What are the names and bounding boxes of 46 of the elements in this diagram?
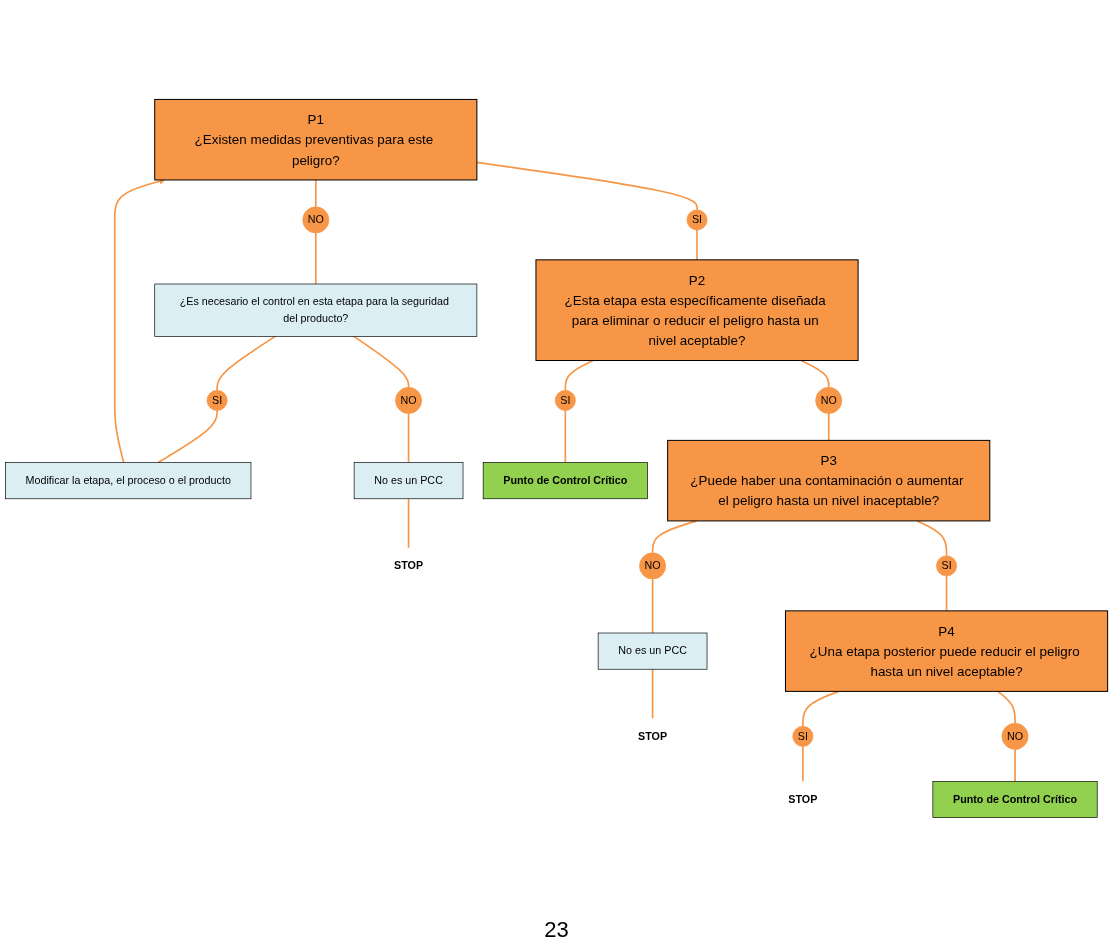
node-circle: SI [554, 390, 576, 411]
node-circle: NO [302, 206, 330, 234]
connector [407, 412, 410, 464]
connector [353, 335, 410, 389]
node-circle: NO [1001, 722, 1029, 750]
connector [945, 575, 948, 612]
connector [314, 232, 317, 285]
node-box: Punto de Control Crítico [932, 781, 1098, 818]
node-circle: NO [639, 552, 666, 580]
node-box: No es un PCC [353, 462, 464, 500]
connector [827, 412, 830, 442]
page-number: 23 [544, 917, 569, 942]
node-box: ¿Es necesario el control en esta etapa para la seguridad del producto? [154, 283, 478, 337]
connector [216, 335, 277, 392]
node-text: STOP [638, 730, 668, 742]
node-box: No es un PCC [597, 632, 708, 670]
connector [1014, 748, 1016, 783]
connector [997, 690, 1016, 725]
node-circle: NO [395, 387, 422, 414]
node-circle: SI [686, 209, 708, 231]
connector [696, 229, 698, 261]
node-text: STOP [788, 793, 818, 805]
connector [802, 745, 804, 783]
node-text: STOP [394, 559, 424, 572]
connector [476, 161, 698, 211]
node-circle: NO [815, 387, 843, 414]
arrow [113, 178, 166, 464]
connector [314, 179, 317, 208]
node-circle: SI [936, 555, 957, 577]
connector [800, 359, 830, 389]
connector [651, 668, 654, 720]
node-box: P3 ¿Puede haber una contaminación o aumentar el peligro hasta un nivel inaceptable? [667, 439, 991, 522]
node-box: P1 ¿Existen medidas preventivas para este peligro? [154, 98, 478, 181]
node-box: P2 ¿Esta etapa esta específicamente diseñada para eliminar o reducir el peligro hasta un nivel aceptable? [535, 259, 859, 361]
connector [651, 578, 654, 634]
connector [564, 359, 594, 392]
connector [802, 690, 840, 728]
node-circle: SI [206, 390, 228, 411]
node-box: Modificar la etapa, el proceso o el producto [5, 462, 252, 500]
node-box: Punto de Control Crítico [482, 462, 648, 500]
connector [407, 497, 410, 549]
node-circle: SI [792, 725, 814, 747]
connector [157, 409, 218, 464]
connector [564, 409, 567, 464]
connector [916, 520, 948, 557]
node-box: P4 ¿Una etapa posterior puede reducir el peligro hasta un nivel aceptable? [784, 610, 1109, 692]
